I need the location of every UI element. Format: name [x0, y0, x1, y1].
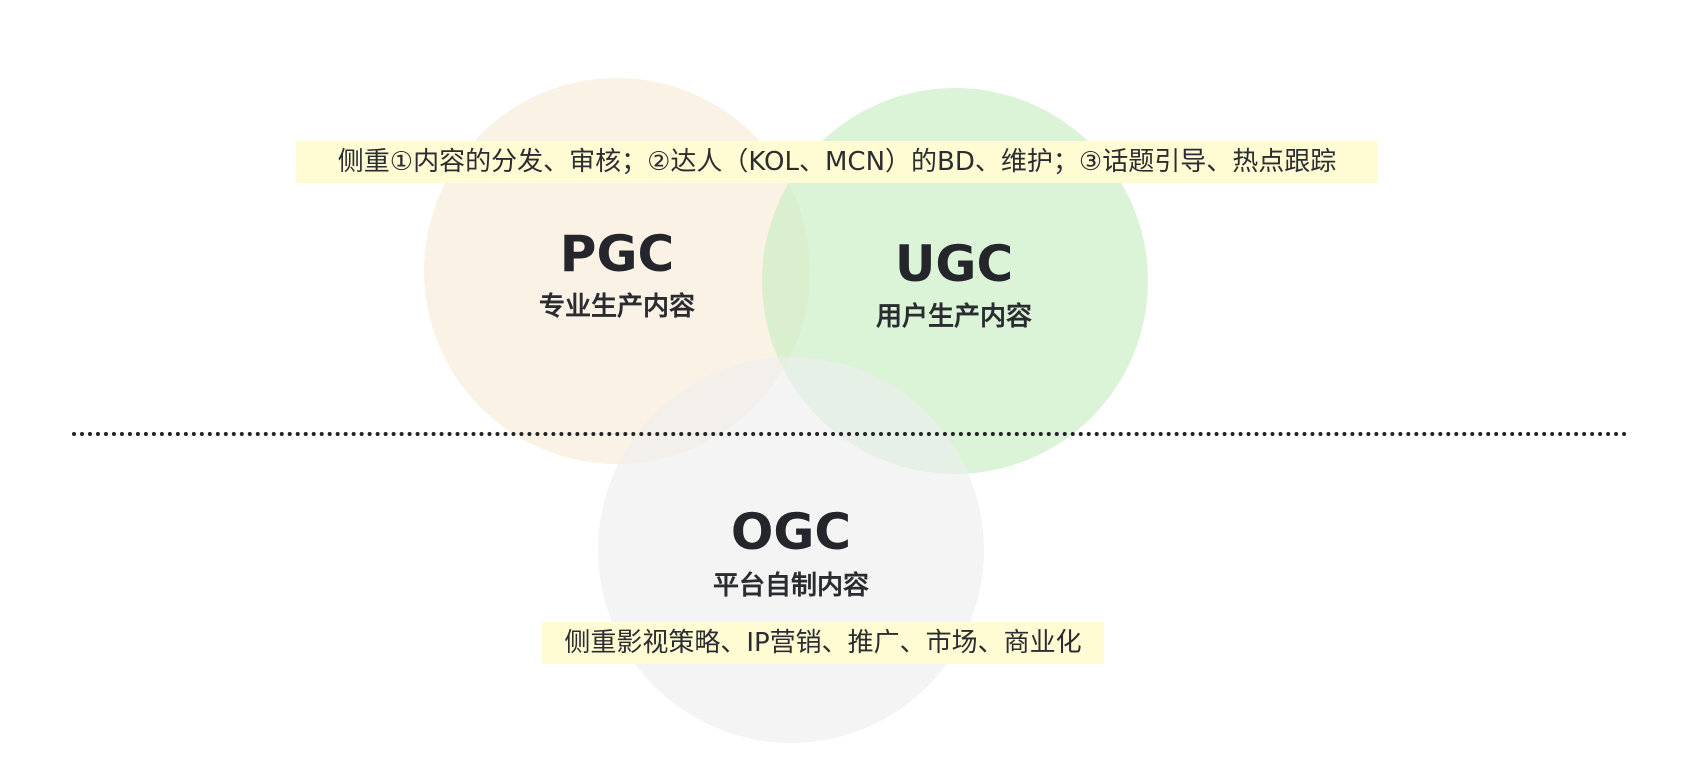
ogc-circle: [598, 357, 984, 743]
bottom-highlight-note: 侧重影视策略、IP营销、推广、市场、商业化: [542, 622, 1104, 664]
pgc-subtitle: 专业生产内容: [538, 292, 695, 322]
ugc-title: UGC: [894, 235, 1014, 293]
ogc-title: OGC: [730, 503, 852, 561]
ogc-subtitle: 平台自制内容: [712, 571, 869, 601]
pgc-title: PGC: [559, 225, 675, 283]
dotted-divider: [72, 432, 1628, 436]
ugc-subtitle: 用户生产内容: [875, 302, 1032, 332]
top-highlight-note: 侧重①内容的分发、审核；②达人（KOL、MCN）的BD、维护；③话题引导、热点跟…: [296, 141, 1378, 183]
